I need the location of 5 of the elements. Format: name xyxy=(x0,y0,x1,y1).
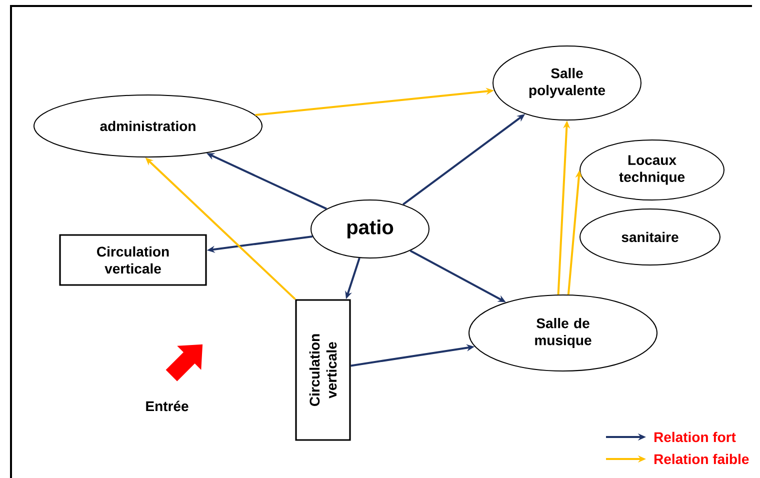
circulation-box: Circulation verticale xyxy=(295,299,351,441)
legend-label: Relation faible xyxy=(654,454,749,464)
entrance-label: Entrée xyxy=(146,400,188,412)
circulation-box: Circulation verticale xyxy=(59,234,207,286)
legend-label: Relation fort xyxy=(654,432,736,442)
